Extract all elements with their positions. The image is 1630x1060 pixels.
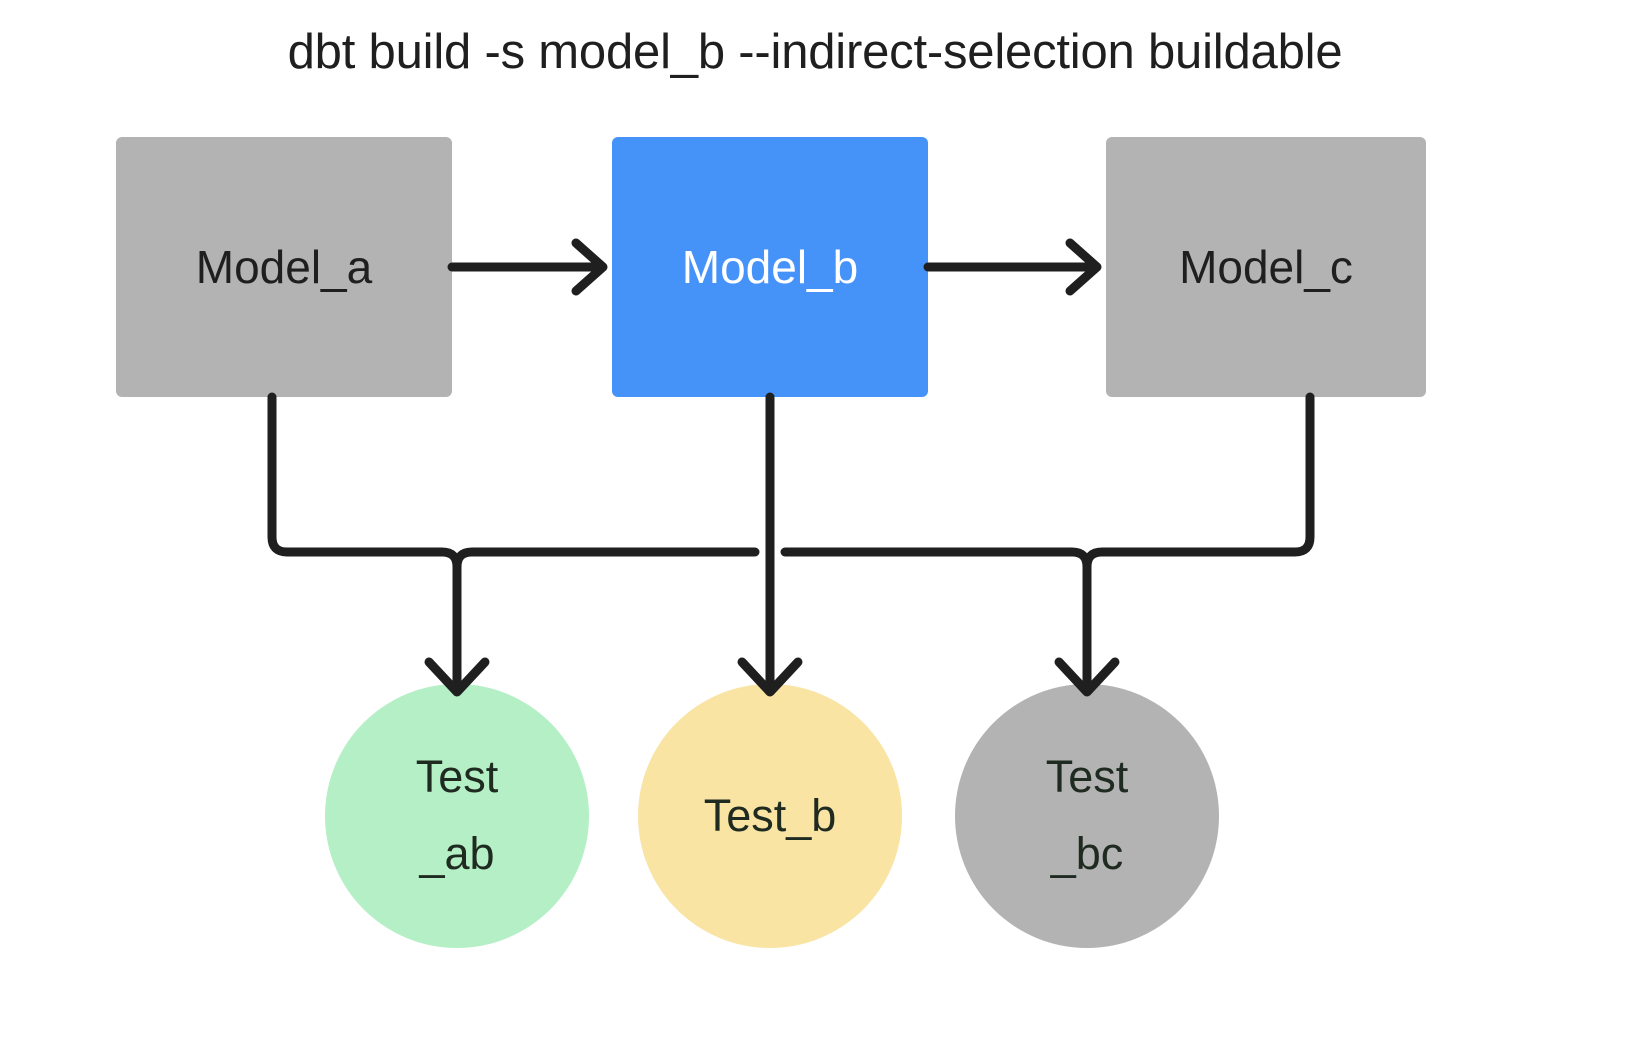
node-test-ab[interactable]	[325, 684, 589, 948]
edge-model-a-to-model-b-head	[571, 238, 608, 296]
edge-paths	[267, 238, 1315, 697]
edge-model-b-to-model-c-head	[1065, 238, 1102, 296]
arrowhead-test-b	[737, 657, 803, 697]
node-test-b[interactable]	[638, 684, 902, 948]
arrowhead-test-bc	[1054, 657, 1120, 697]
edge-model-b-to-test-bc	[780, 547, 1092, 572]
diagram-title: dbt build -s model_b --indirect-selectio…	[287, 25, 1343, 79]
node-model-c[interactable]	[1106, 137, 1426, 397]
node-model-b[interactable]	[612, 137, 928, 397]
edge-model-c-to-test-bc	[1082, 392, 1315, 572]
node-model-a[interactable]	[116, 137, 452, 397]
edge-model-a-to-test-ab	[267, 392, 462, 572]
test-nodes	[325, 684, 1219, 948]
edge-model-b-to-test-ab	[452, 547, 760, 572]
arrowhead-test-ab	[424, 657, 490, 697]
model-nodes	[116, 137, 1426, 397]
node-test-bc[interactable]	[955, 684, 1219, 948]
